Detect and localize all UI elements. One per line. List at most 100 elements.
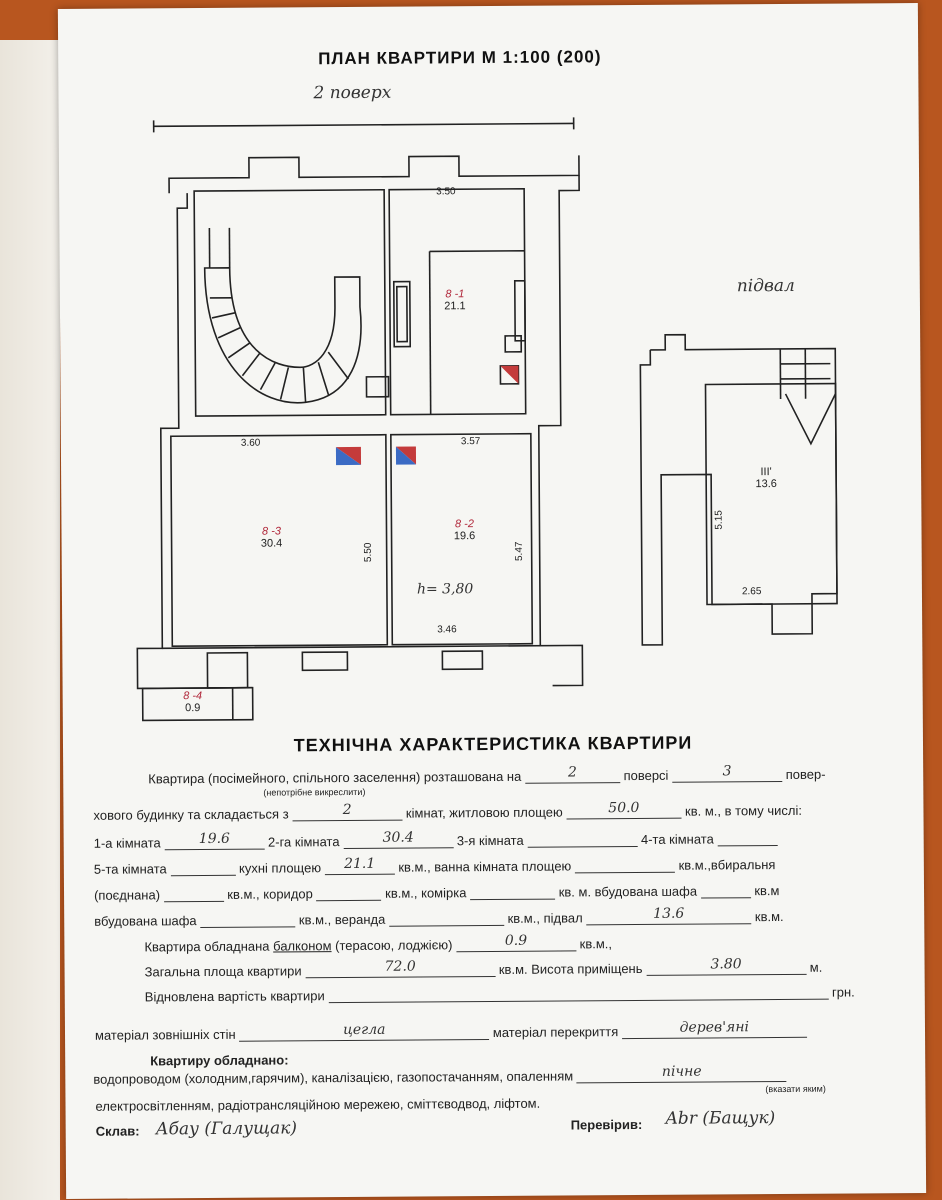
label: повер-	[785, 766, 826, 782]
label: кв. м. вбудована шафа	[558, 883, 698, 900]
label: 2-га кімната	[267, 834, 340, 850]
room-area: 0.9	[185, 702, 201, 715]
label: вбудована шафа	[94, 913, 197, 929]
room-number: 8 -4	[183, 690, 203, 703]
label: кв.м.	[754, 908, 784, 925]
room-2: 8 -2 19.6	[434, 518, 494, 542]
dim-room2-bottom: 3.46	[437, 624, 457, 636]
room3-field	[527, 830, 638, 848]
dim-basement-side: 5.15	[713, 510, 725, 530]
room-3: 8 -3 30.4	[241, 525, 301, 549]
label: 1-а кімната	[93, 835, 161, 851]
label: водопроводом (холодним,гарячим), каналіз…	[93, 1068, 574, 1087]
label: хового будинку та складається з	[93, 806, 289, 823]
room-number: 8 -3	[261, 525, 282, 538]
closet-field	[469, 883, 556, 901]
checked-label: Перевірив:	[570, 1116, 643, 1133]
room-number: III'	[760, 466, 772, 479]
label: Відновлена вартість квартири	[144, 988, 325, 1005]
veranda-field	[388, 909, 504, 927]
tech-line-6: вбудована шафа кв.м., веранда кв.м., під…	[94, 906, 784, 929]
document-sheet: ПЛАН КВАРТИРИ М 1:100 (200) 2 поверх під…	[57, 3, 927, 1199]
wardrobe2-field	[200, 911, 296, 929]
label: м.	[809, 959, 823, 975]
dim-room3-top: 3.60	[240, 437, 261, 449]
tech-line-7: Квартира обладнана балконом (терасою, ло…	[144, 933, 613, 955]
drafted-signature: Абау (Галущак)	[155, 1118, 298, 1140]
heating-note: (вказати яким)	[765, 1083, 826, 1095]
floor-field: 2	[524, 764, 620, 784]
dim-room3-side: 5.50	[362, 542, 374, 563]
label: кв.м., ванна кімната площею	[398, 858, 572, 875]
ceiling-field: дерев'яні	[621, 1019, 807, 1040]
dim-kitchen-top: 3.50	[436, 186, 456, 198]
label: грн.	[831, 984, 855, 1000]
room1-field: 19.6	[164, 831, 265, 851]
checked-signature: Abr (Бащук)	[665, 1108, 776, 1129]
total-area-field: 72.0	[305, 959, 496, 979]
dim-basement-bottom: 2.65	[741, 586, 762, 598]
room-basement: III' 13.6	[736, 466, 796, 490]
room-area: 30.4	[260, 537, 283, 550]
tech-line-10: матеріал зовнішніх стін цегла матеріал п…	[94, 1019, 807, 1043]
height-label: h= 3,80	[416, 581, 474, 598]
label: 5-та кімната	[93, 861, 167, 877]
tech-line-11: водопроводом (холодним,гарячим), каналіз…	[93, 1064, 787, 1087]
label: кв. м., в тому числі:	[684, 802, 803, 819]
kitchen-field: 21.1	[324, 856, 395, 876]
left-page-edge	[0, 40, 60, 1200]
label: кв.м. Висота приміщень	[498, 960, 643, 977]
drafted-label: Склав:	[95, 1123, 140, 1139]
basement-field: 13.6	[586, 906, 752, 926]
strike-note: (непотрібне викреслити)	[263, 786, 366, 798]
height-field: 3.80	[646, 956, 807, 976]
label: кв.м., підвал	[507, 910, 583, 926]
label: кухні площею	[238, 860, 322, 876]
dim-room2-side: 5.47	[513, 541, 525, 562]
label: матеріал перекриття	[492, 1024, 619, 1041]
tech-line-8: Загальна площа квартири 72.0 кв.м. Висот…	[144, 956, 823, 980]
room5-field	[170, 859, 236, 877]
heating-field: пічне	[576, 1064, 787, 1084]
corridor-field	[316, 884, 382, 902]
floor-plan-drawing	[136, 117, 838, 722]
label: Загальна площа квартири	[144, 963, 302, 980]
label: поверсі	[623, 767, 669, 784]
tech-line-12: електросвітленням, радіотрансляційною ме…	[95, 1095, 541, 1114]
label: Квартира обладнана	[144, 938, 270, 955]
room-area: 21.1	[444, 300, 466, 313]
room4-field	[717, 830, 778, 847]
label: 3-я кімната	[456, 832, 524, 849]
tech-line-5: (поєднана) кв.м., коридор кв.м., комірка…	[94, 882, 780, 903]
room-area: 13.6	[755, 478, 777, 491]
label: кв.м.,	[579, 936, 613, 952]
room-number: 8 -2	[454, 518, 474, 531]
label: кв.м., комірка	[385, 885, 467, 901]
tech-line-1: Квартира (посімейного, спільного заселен…	[148, 763, 826, 786]
wardrobe-field	[700, 882, 751, 899]
label: 4-та кімната	[640, 831, 714, 847]
label: кв.м.,вбиральня	[678, 857, 776, 873]
toilet-field	[163, 885, 224, 903]
floors-total-field: 3	[671, 763, 783, 783]
tech-line-4: 5-та кімната кухні площею 21.1 кв.м., ва…	[94, 856, 776, 877]
room-kitchen: 8 -1 21.1	[425, 288, 485, 312]
rooms-count-field: 2	[292, 802, 403, 822]
tech-line-3: 1-а кімната 19.6 2-га кімната 30.4 3-я к…	[94, 830, 778, 851]
living-area-field: 50.0	[566, 800, 682, 820]
label: кв.м., веранда	[298, 911, 386, 928]
bath-field	[574, 856, 675, 874]
room2-field: 30.4	[343, 830, 454, 850]
tech-line-9: Відновлена вартість квартири грн.	[145, 983, 855, 1004]
value-field	[328, 983, 829, 1004]
label: кв.м	[754, 883, 780, 899]
dim-room2-top: 3.57	[460, 436, 481, 448]
room-balcony: 8 -4 0.9	[163, 690, 223, 714]
label: матеріал зовнішніх стін	[94, 1026, 236, 1043]
label: кімнат, житловою площею	[405, 804, 563, 821]
tech-line-2: хового будинку та складається з 2 кімнат…	[93, 800, 803, 823]
tech-title: ТЕХНІЧНА ХАРАКТЕРИСТИКА КВАРТИРИ	[293, 732, 693, 756]
balcony-field: 0.9	[455, 933, 577, 953]
label: (поєднана)	[93, 887, 161, 903]
room-number: 8 -1	[445, 288, 465, 301]
